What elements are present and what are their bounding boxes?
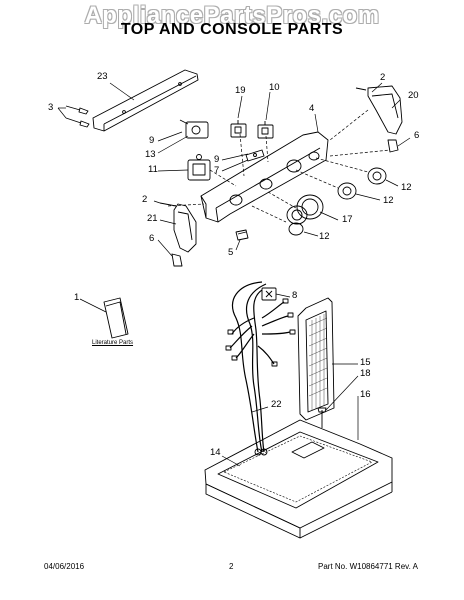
switch-10	[257, 121, 274, 139]
callout-2-left: 2	[142, 194, 148, 205]
callout-6-top: 6	[414, 130, 420, 141]
callout-7: 7	[214, 165, 220, 176]
callout-4: 4	[309, 103, 315, 114]
callout-21: 21	[147, 213, 158, 224]
lint-filter-grid	[308, 314, 328, 410]
callout-12-low: 12	[319, 231, 330, 242]
top-panel	[204, 419, 393, 539]
screw-18	[317, 407, 327, 428]
callout-17: 17	[342, 214, 353, 225]
callout-13: 13	[145, 149, 156, 160]
watermark: AppliancePartsPros.com	[84, 2, 380, 29]
callout-12-right: 12	[401, 182, 412, 193]
dashed-leaders	[167, 109, 391, 223]
footer-part-no: Part No. W10864771 Rev. A	[318, 562, 418, 571]
end-cap-right	[355, 85, 403, 153]
console-panel	[200, 131, 329, 223]
screws-3	[65, 105, 90, 128]
callout-11: 11	[148, 164, 158, 175]
callout-9-left: 9	[149, 135, 155, 146]
leader-lines	[57, 82, 411, 467]
motor-11	[187, 154, 211, 181]
callout-22: 22	[271, 399, 282, 410]
footer-page: 2	[229, 562, 234, 571]
callout-9-right: 9	[214, 154, 220, 165]
knobs	[286, 167, 387, 236]
back-bracket	[92, 69, 199, 132]
page-title: TOP AND CONSOLE PARTS	[120, 21, 344, 38]
timer-13	[179, 119, 209, 139]
wire-terminals	[225, 298, 296, 456]
wire-harness	[229, 281, 291, 453]
callout-12-mid: 12	[383, 195, 394, 206]
bracket-7	[245, 149, 265, 162]
callout-15: 15	[360, 357, 371, 368]
clip-5	[235, 229, 249, 241]
callout-14: 14	[210, 447, 221, 458]
footer-date: 04/06/2016	[44, 562, 85, 571]
callout-19: 19	[235, 85, 246, 96]
callout-3: 3	[48, 102, 54, 113]
callout-8: 8	[292, 290, 298, 301]
callout-5: 5	[228, 247, 234, 258]
callout-16: 16	[360, 389, 371, 400]
switch-19	[230, 120, 247, 138]
end-cap-left	[159, 202, 197, 267]
callout-1: 1	[74, 292, 80, 303]
callout-6-left: 6	[149, 233, 155, 244]
lint-filter	[297, 297, 335, 421]
callout-2-top: 2	[380, 72, 386, 83]
callout-18: 18	[360, 368, 371, 379]
literature-label: Literature Parts	[92, 340, 134, 346]
top-panel-seal	[223, 435, 373, 503]
literature-booklet	[103, 297, 129, 339]
callout-20: 20	[408, 90, 419, 101]
connector-8	[261, 287, 277, 301]
callout-23: 23	[97, 71, 108, 82]
callout-10: 10	[269, 82, 280, 93]
